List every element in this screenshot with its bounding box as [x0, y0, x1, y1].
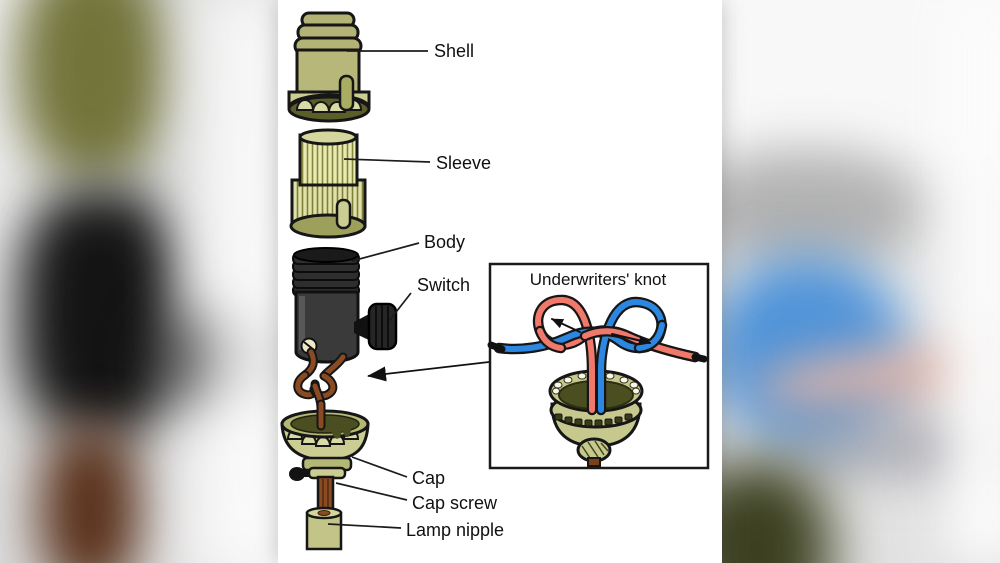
lamp-nipple-illustration — [305, 506, 343, 551]
blurred-white-edge — [947, 0, 1000, 563]
leader-lines — [327, 50, 431, 529]
blurred-gray-band — [722, 150, 922, 270]
sleeve-illustration — [289, 128, 367, 239]
cap-set-screw-stem — [300, 469, 310, 477]
blurred-shell-blob — [18, 0, 168, 180]
cap-illustration — [280, 399, 370, 481]
lamp-socket-diagram: Shell Sleeve Body Switch Cap Cap screw L… — [280, 11, 710, 551]
inset-box: Underwriters' knot — [487, 262, 710, 470]
body-highlight — [299, 296, 305, 350]
leader-line-sleeve — [343, 158, 431, 163]
label-shell: Shell — [434, 41, 474, 61]
leader-line-lamp-nipple — [327, 523, 402, 529]
label-body: Body — [424, 232, 465, 252]
label-sleeve: Sleeve — [436, 153, 491, 173]
label-cap-screw: Cap screw — [412, 493, 498, 513]
blue-wire-tip — [487, 341, 506, 353]
label-lamp-nipple: Lamp nipple — [406, 520, 504, 540]
blurred-highlight — [190, 0, 278, 563]
label-cap: Cap — [412, 468, 445, 488]
leader-line-cap-screw — [335, 482, 408, 501]
left-loop-direction-arrow — [551, 318, 581, 333]
leader-line-switch — [388, 292, 412, 322]
left-blurred-background-photo — [0, 0, 278, 563]
right-loop-direction-arrow — [611, 333, 651, 346]
body-illustration — [292, 247, 360, 364]
leader-line-cap — [351, 456, 408, 478]
inset-cap-band-holes — [554, 413, 633, 427]
inset-title: Underwriters' knot — [530, 270, 667, 289]
leader-line-body — [351, 242, 420, 262]
switch-illustration — [354, 302, 398, 351]
blurred-wire-blob — [40, 425, 140, 563]
right-blurred-background-photo — [722, 0, 1000, 563]
blurred-olive-blob — [722, 460, 832, 563]
label-switch: Switch — [417, 275, 470, 295]
underwriters-knot-illustration — [487, 294, 708, 416]
lamp-socket-diagram-panel: Shell Sleeve Body Switch Cap Cap screw L… — [278, 0, 722, 563]
cap-set-screw-knob — [289, 467, 305, 481]
red-wire-tip — [691, 353, 708, 363]
shell-illustration — [287, 11, 371, 123]
inset-pointer-arrow — [367, 361, 490, 382]
blurred-body-blob — [20, 190, 180, 435]
